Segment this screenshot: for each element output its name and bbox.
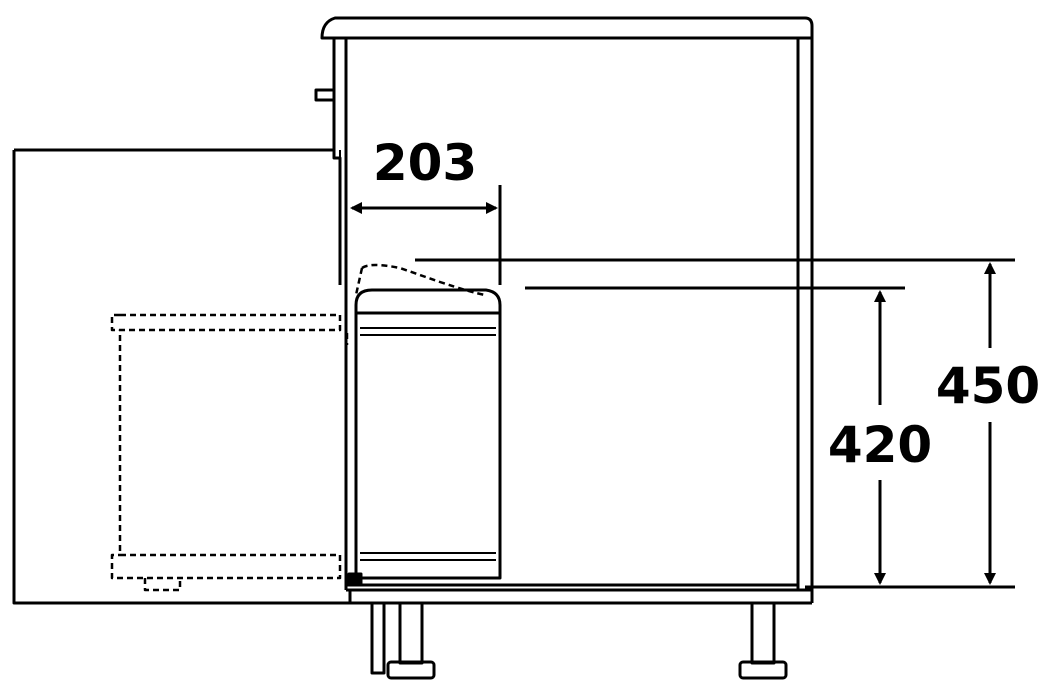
handle <box>314 88 334 102</box>
leg-rear <box>750 601 776 665</box>
bin-body <box>354 311 502 580</box>
leg-foot-rear <box>738 660 788 680</box>
cabinet-worktop <box>320 16 814 40</box>
bin-rim-lines <box>360 327 496 561</box>
bin-lid-open-side <box>354 267 364 296</box>
dimension-total-height-label: 450 <box>936 357 1040 415</box>
bin-lid <box>354 288 502 315</box>
dimension-width-label: 203 <box>373 134 477 192</box>
cabinet-base <box>346 583 812 605</box>
dimension-bin-height-label: 420 <box>828 416 932 474</box>
cabinet-body <box>332 38 814 603</box>
bin-extended-outline <box>110 313 342 580</box>
bin-pedal <box>347 572 363 586</box>
leg-foot-left <box>386 660 436 680</box>
bin-extended-pedal <box>143 578 182 592</box>
dimension-width <box>350 185 502 285</box>
leg-front-left-2 <box>398 601 424 665</box>
dimension-bin-height <box>525 286 905 585</box>
cabinet-door <box>12 148 350 605</box>
leg-front-left <box>370 601 386 675</box>
dimension-total-height <box>415 258 1015 589</box>
